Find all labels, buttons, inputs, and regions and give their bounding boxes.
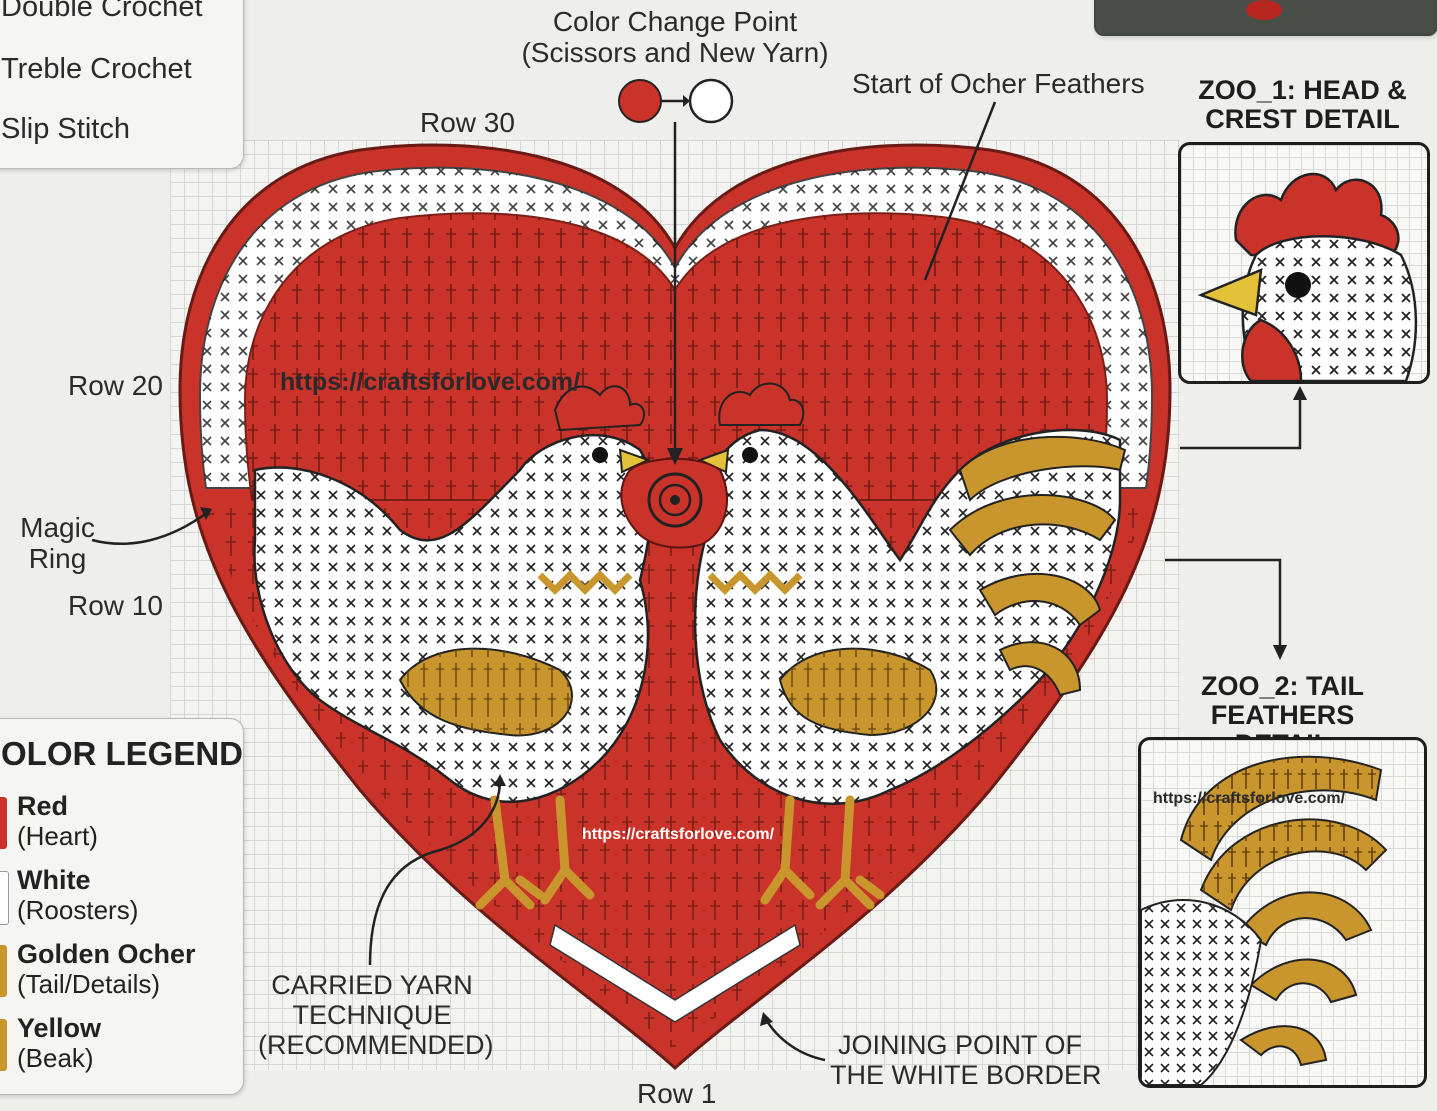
swatch-red (0, 797, 7, 849)
watermark-main: https://craftsforlove.com/ (280, 368, 580, 397)
zoo1-title-line1: ZOO_1: HEAD & (1185, 76, 1420, 105)
zoo2-detail-box: https://craftsforlove.com/ (1138, 737, 1427, 1088)
zoo1-title: ZOO_1: HEAD & CREST DETAIL (1185, 76, 1420, 134)
row-10-label: Row 10 (68, 590, 163, 622)
reference-photo-frame (1094, 0, 1437, 36)
carried-yarn-line1: CARRIED YARN (258, 970, 486, 1000)
legend-name: Golden Ocher (17, 939, 196, 970)
stitch-key-item: Double Crochet (1, 0, 203, 24)
legend-desc: (Heart) (17, 821, 98, 852)
legend-desc: (Beak) (17, 1043, 94, 1074)
legend-name: Yellow (17, 1013, 101, 1044)
joining-line1: JOINING POINT OF (830, 1030, 1090, 1060)
zoo2-title-line1: ZOO_2: TAIL FEATHERS (1140, 672, 1425, 730)
row-30-label: Row 30 (420, 107, 515, 139)
legend-title: OLOR LEGEND (1, 735, 243, 773)
swatch-white (0, 871, 9, 925)
stitch-key-item: Treble Crochet (1, 53, 192, 86)
legend-name: White (17, 865, 91, 896)
color-legend-card: OLOR LEGEND Red (Heart) White (Roosters)… (0, 718, 244, 1095)
rooster-head-detail (1181, 145, 1427, 381)
ocher-feathers-label: Start of Ocher Feathers (852, 68, 1145, 100)
joining-point-label: JOINING POINT OF THE WHITE BORDER (830, 1030, 1090, 1090)
row-1-label: Row 1 (637, 1078, 716, 1110)
watermark-detail: https://craftsforlove.com/ (1153, 790, 1345, 808)
color-change-label: Color Change Point (Scissors and New Yar… (520, 6, 830, 68)
row-20-label: Row 20 (68, 370, 163, 402)
zoo1-title-line2: CREST DETAIL (1185, 105, 1420, 134)
white-yarn-circle (690, 80, 732, 122)
joining-line2: THE WHITE BORDER (830, 1060, 1090, 1090)
color-change-line1: Color Change Point (520, 6, 830, 37)
stitch-key-item: Slip Stitch (1, 113, 130, 146)
color-change-line2: (Scissors and New Yarn) (520, 37, 830, 68)
zoo1-detail-box (1178, 142, 1430, 384)
photo-red-detail (1246, 0, 1282, 20)
magic-ring-label: Magic Ring (0, 512, 115, 574)
carried-yarn-line3: (RECOMMENDED) (258, 1030, 486, 1060)
swatch-ocher (0, 945, 7, 997)
stitch-key-card: Double Crochet Treble Crochet Slip Stitc… (0, 0, 244, 169)
watermark-small: https://craftsforlove.com/ (582, 826, 774, 844)
magic-ring-line2: Ring (0, 543, 115, 574)
red-yarn-circle (619, 80, 661, 122)
magic-ring-line1: Magic (0, 512, 115, 543)
legend-desc: (Roosters) (17, 895, 138, 926)
legend-desc: (Tail/Details) (17, 969, 160, 1000)
carried-yarn-label: CARRIED YARN TECHNIQUE (RECOMMENDED) (258, 970, 486, 1060)
legend-name: Red (17, 791, 68, 822)
carried-yarn-line2: TECHNIQUE (258, 1000, 486, 1030)
swatch-yellow (0, 1019, 7, 1071)
